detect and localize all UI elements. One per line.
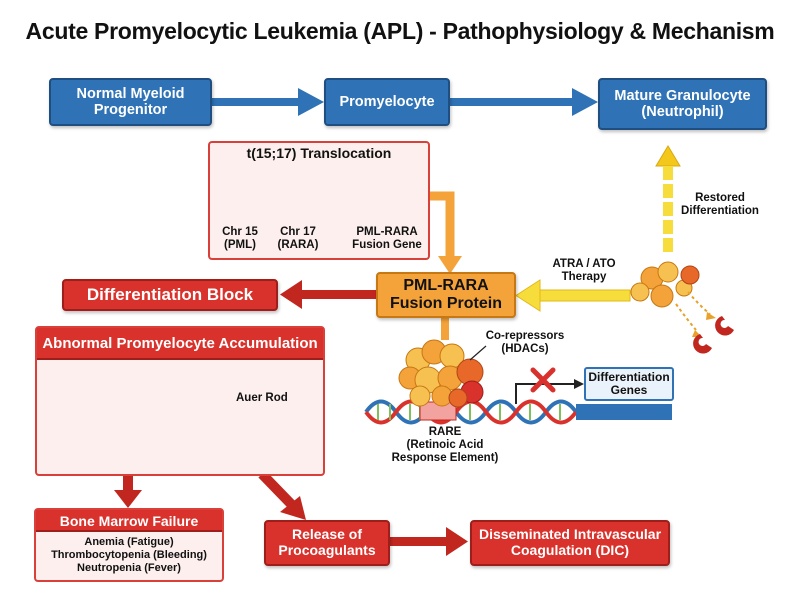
dic-box: Disseminated Intravascular Coagulation (… — [470, 520, 670, 566]
fusion-to-complex-arrow — [441, 318, 449, 340]
fusion-protein-complex — [398, 339, 487, 408]
translocation-header: t(15;17) Translocation — [246, 145, 392, 161]
bone-marrow-list: Anemia (Fatigue) Thrombocytopenia (Bleed… — [36, 536, 222, 576]
promyelocyte-box: Promyelocyte — [324, 78, 450, 126]
accumulation-panel: Abnormal Promyelocyte Accumulation — [35, 326, 325, 476]
accumulation-header: Abnormal Promyelocyte Accumulation — [37, 328, 323, 360]
differentiation-genes-box: Differentiation Genes — [584, 367, 674, 401]
fusion-gene-label: PML-RARA Fusion Gene — [352, 226, 422, 251]
dna-strand — [364, 399, 672, 425]
progenitor-box: Normal Myeloid Progenitor — [49, 78, 212, 126]
therapy-arrow — [515, 279, 631, 312]
procoagulants-box: Release of Procoagulants — [264, 520, 390, 566]
marrow-item-thrombocytopenia: Thrombocytopenia (Bleeding) — [51, 549, 207, 562]
translocation-panel: t(15;17) Translocation — [208, 141, 430, 260]
accumulation-to-effects-arrows — [114, 470, 468, 556]
repression-marker — [515, 367, 584, 404]
chr17-label: Chr 17 (RARA) — [277, 226, 319, 251]
chr15-label: Chr 15 (PML) — [222, 226, 258, 251]
rare-label: RARE (Retinoic Acid Response Element) — [391, 426, 499, 464]
bone-marrow-panel: Bone Marrow Failure Anemia (Fatigue) Thr… — [34, 508, 224, 582]
page-title: Acute Promyelocytic Leukemia (APL) - Pat… — [25, 18, 775, 44]
auer-rod-label: Auer Rod — [236, 392, 288, 404]
differentiation-block-box: Differentiation Block — [62, 279, 278, 311]
therapy-label: ATRA / ATO Therapy — [552, 258, 616, 283]
maturation-arrows — [212, 88, 598, 116]
mature-granulocyte-box: Mature Granulocyte (Neutrophil) — [598, 78, 767, 130]
bone-marrow-header: Bone Marrow Failure — [36, 510, 222, 532]
marrow-item-anemia: Anemia (Fatigue) — [84, 536, 174, 548]
block-arrow — [280, 280, 376, 309]
marrow-item-neutropenia: Neutropenia (Fever) — [77, 562, 181, 575]
restored-differentiation-label: Restored Differentiation — [681, 192, 759, 217]
corepressors-label: Co-repressors (HDACs) — [485, 330, 565, 355]
therapy-complex-illustration — [630, 261, 734, 354]
restored-differentiation-arrow — [655, 145, 681, 252]
fusion-protein-box: PML-RARA Fusion Protein — [376, 272, 516, 318]
